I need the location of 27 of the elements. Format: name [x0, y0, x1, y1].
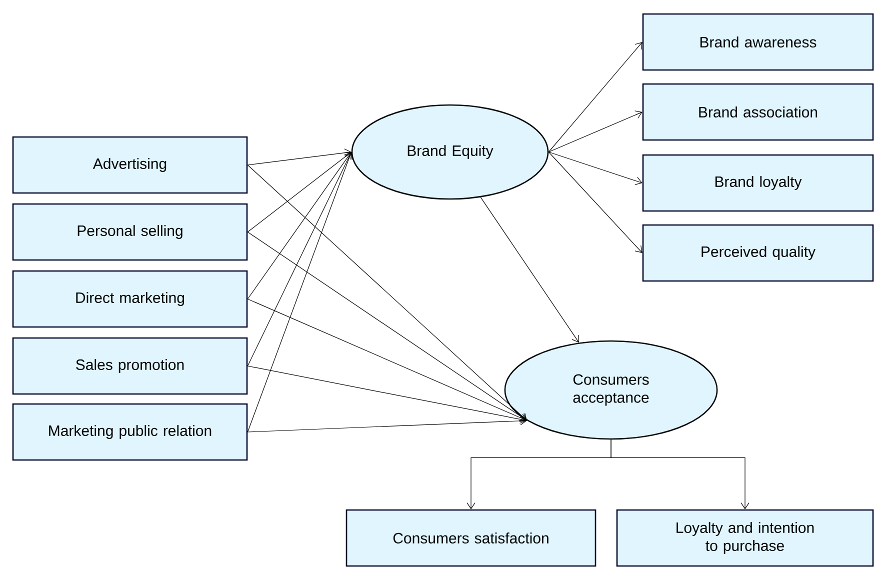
- concept-box: Advertising: [12, 136, 248, 194]
- concept-box: Sales promotion: [12, 337, 248, 395]
- arrow: [247, 152, 352, 232]
- concept-box: Marketing public relation: [12, 403, 248, 461]
- concept-box: Brand loyalty: [642, 154, 874, 212]
- arrow: [247, 298, 527, 422]
- arrow: [480, 196, 579, 343]
- arrow: [247, 164, 527, 421]
- arrow: [610, 439, 750, 510]
- arrow: [247, 152, 354, 432]
- arrow: [247, 148, 352, 166]
- arrow: [247, 152, 352, 366]
- concept-box: Direct marketing: [12, 270, 248, 328]
- concept-box: Consumers satisfaction: [346, 509, 596, 567]
- arrow: [548, 152, 642, 186]
- arrow: [247, 416, 527, 432]
- arrow: [247, 232, 527, 421]
- concept-box: Perceived quality: [642, 224, 874, 282]
- arrow: [247, 366, 527, 424]
- concept-box: Brand awareness: [642, 13, 874, 71]
- concept-box: Loyalty and intention to purchase: [616, 509, 874, 567]
- concept-box: Personal selling: [12, 203, 248, 261]
- arrow: [247, 152, 352, 300]
- arrow: [548, 42, 642, 152]
- arrow: [548, 152, 642, 253]
- concept-box: Brand association: [642, 83, 874, 141]
- arrow: [548, 110, 642, 152]
